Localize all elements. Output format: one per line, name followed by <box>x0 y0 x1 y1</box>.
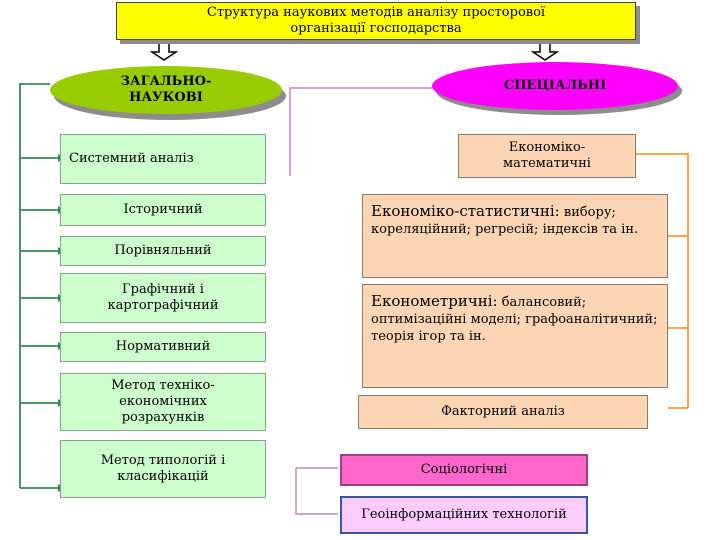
arrow-down-icon <box>530 40 560 61</box>
method-label: Нормативний <box>115 339 211 354</box>
arrow-down-icon <box>149 40 179 61</box>
method-system-analysis: Системний аналіз <box>60 134 266 184</box>
general-methods-label: ЗАГАЛЬНО-НАУКОВІ <box>120 74 212 105</box>
method-details: балансовий; оптимізаційні моделі; графоа… <box>371 295 658 344</box>
method-historical: Історичний <box>60 194 266 226</box>
special-connector-violet <box>289 87 432 515</box>
method-label: Метод техніко-економічних розрахунків <box>111 378 215 425</box>
general-connector <box>19 83 58 489</box>
special-connector-orange <box>636 153 689 409</box>
method-econ-statistical: Економіко-статистичні: вибору; кореляцій… <box>362 194 668 278</box>
method-geoinformation: Геоінформаційних технологій <box>340 496 588 534</box>
method-label: Соціологічні <box>420 462 508 477</box>
method-label: Метод типологій і класифікацій <box>100 453 226 484</box>
method-comparative: Порівняльний <box>60 236 266 266</box>
method-econometric: Економетричні: балансовий; оптимізаційні… <box>362 284 668 388</box>
method-normative: Нормативний <box>60 332 266 362</box>
method-label: Системний аналіз <box>69 151 194 166</box>
method-graphic-cartographic: Графічний і картографічний <box>60 273 266 323</box>
general-methods-ellipse: ЗАГАЛЬНО-НАУКОВІ <box>50 66 282 114</box>
special-methods-label: СПЕЦІАЛЬНІ <box>503 78 607 93</box>
method-factor-analysis: Факторний аналіз <box>358 395 648 429</box>
method-label: Графічний і картографічний <box>107 282 219 313</box>
method-heading: Економіко-статистичні: <box>371 202 560 220</box>
special-methods-ellipse: СПЕЦІАЛЬНІ <box>432 62 678 110</box>
method-label: Історичний <box>123 202 203 217</box>
diagram-title: Структура наукових методів аналізу прост… <box>116 2 636 40</box>
method-label: Порівняльний <box>114 243 212 258</box>
method-sociological: Соціологічні <box>340 454 588 486</box>
method-technical-economic: Метод техніко-економічних розрахунків <box>60 373 266 431</box>
method-heading: Економетричні: <box>371 292 498 310</box>
method-label: Економіко-математичні <box>503 140 591 171</box>
method-econ-math: Економіко-математичні <box>458 134 636 178</box>
method-label: Факторний аналіз <box>441 404 565 419</box>
method-typology-classification: Метод типологій і класифікацій <box>60 440 266 498</box>
method-details: вибору; кореляційний; регресій; індексів… <box>371 205 639 237</box>
method-label: Геоінформаційних технологій <box>361 507 567 522</box>
diagram-title-text: Структура наукових методів аналізу прост… <box>206 5 546 36</box>
